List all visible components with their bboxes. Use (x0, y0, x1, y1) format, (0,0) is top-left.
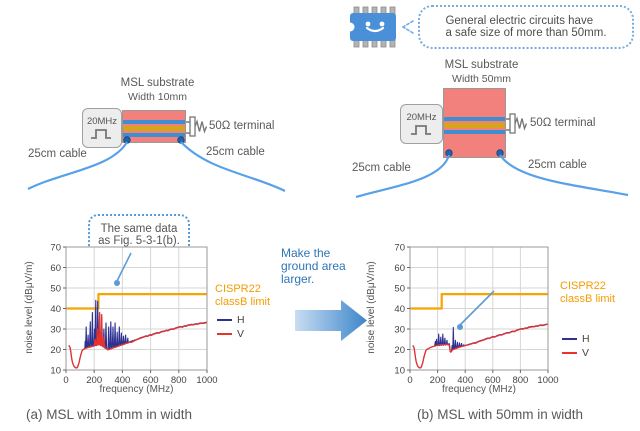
msl-trace-top-b (444, 117, 505, 121)
v-series-swatch (562, 351, 577, 355)
transition-label: Make the ground area larger. (281, 246, 346, 286)
callout-b-pointer-dot (457, 324, 463, 330)
chart-b-xlabel: frequency (MHz) (442, 384, 516, 395)
plot-background (66, 247, 207, 370)
msl-trace-mid-a (123, 126, 185, 131)
v-series-label: V (582, 347, 590, 359)
tick-label-y: 60 (50, 263, 61, 274)
tick-label-y: 50 (394, 284, 405, 295)
advice-speech-bubble: General electric circuits have a safe si… (418, 5, 634, 49)
diagram-b-title: MSL substrate (444, 59, 519, 71)
callout-noise-reduced: Noise is reduced. (466, 254, 538, 292)
diagram-b-cable-right-label: 25cm cable (528, 159, 587, 171)
chart-b-legend-limit: CISPR22 classB limit (560, 280, 616, 305)
tick-label-y: 30 (394, 325, 405, 336)
plot-border (65, 246, 208, 371)
tick-label-y: 10 (394, 366, 405, 377)
chart-a-legend-limit: CISPR22 classB limit (215, 283, 271, 308)
diagram-a-cable-left-label: 25cm cable (28, 148, 87, 160)
speech-tail-icon (402, 20, 414, 34)
callout-a-pointer-dot (114, 280, 120, 286)
caption-a: (a) MSL with 10mm in width (25, 407, 193, 422)
msl-substrate-a (122, 110, 186, 143)
diagram-a-title: MSL substrate (120, 77, 195, 89)
square-wave-icon (91, 129, 111, 139)
chart-a-ylabel: noise level (dBμV/m) (24, 261, 35, 354)
series-h (412, 323, 549, 369)
diagram-b-cable-left-label: 25cm cable (352, 162, 411, 174)
msl-substrate-b (443, 88, 506, 158)
msl-trace-bot-b (444, 130, 505, 134)
series-h (68, 299, 208, 369)
tick-label-y: 40 (394, 304, 405, 315)
diagram-b-terminal-label: 50Ω terminal (530, 117, 596, 129)
tick-label-y: 20 (50, 345, 61, 356)
tick-label-y: 50 (50, 284, 61, 295)
h-series-swatch (562, 337, 577, 341)
chart-b-legend-h: H (562, 333, 590, 345)
diagram-a-width-label: Width 10mm (128, 91, 187, 103)
terminal-resistor-b (506, 113, 528, 134)
transition-arrow-icon (295, 300, 367, 341)
h-series-swatch (217, 318, 232, 322)
msl-trace-top-a (123, 120, 185, 124)
tick-label-y: 10 (50, 366, 61, 377)
square-wave-icon (410, 125, 431, 135)
msl-trace-bot-a (123, 133, 185, 137)
tick-label-y: 70 (394, 243, 405, 254)
chart-a-xlabel: frequency (MHz) (99, 384, 174, 395)
diagram-a-cable-right-label: 25cm cable (206, 146, 265, 158)
callout-a-leader (116, 252, 132, 282)
pulse-generator-a-label: 20MHz (86, 116, 118, 127)
series-v (412, 323, 549, 369)
v-series-label: V (237, 328, 245, 340)
tick-label-y: 40 (50, 304, 61, 315)
diagram-b-width-label: Width 50mm (452, 73, 511, 85)
tick-label-y: 30 (50, 325, 61, 336)
msl-trace-mid-b (444, 123, 505, 128)
h-series-label: H (582, 333, 590, 345)
callout-same-data: The same data as Fig. 5-3-1(b). (88, 214, 190, 256)
series-v (68, 311, 208, 369)
caption-b: (b) MSL with 50mm in width (416, 407, 584, 422)
diagram-a-terminal-label: 50Ω terminal (209, 120, 275, 132)
series-cispr22-classb-limit (66, 293, 207, 310)
terminal-resistor-a (186, 116, 208, 137)
tick-label-y: 70 (50, 243, 61, 254)
callout-b-leader (459, 290, 495, 326)
ic-chip-icon (345, 6, 396, 48)
tick-label-y: 20 (394, 345, 405, 356)
pulse-generator-b: 20MHz (400, 104, 443, 144)
chart-b-ylabel: noise level (dBμV/m) (366, 261, 377, 354)
pulse-generator-b-label: 20MHz (406, 112, 437, 123)
pulse-generator-a: 20MHz (82, 108, 122, 148)
tick-label-y: 60 (394, 263, 405, 274)
chart-b-legend-v: V (562, 347, 589, 359)
v-series-swatch (217, 332, 232, 336)
chart-a-legend-h: H (217, 314, 245, 326)
chart-a-legend-v: V (217, 328, 244, 340)
advice-text: General electric circuits have a safe si… (445, 15, 607, 39)
h-series-label: H (237, 314, 245, 326)
series-cispr22-classb-limit (410, 293, 548, 310)
